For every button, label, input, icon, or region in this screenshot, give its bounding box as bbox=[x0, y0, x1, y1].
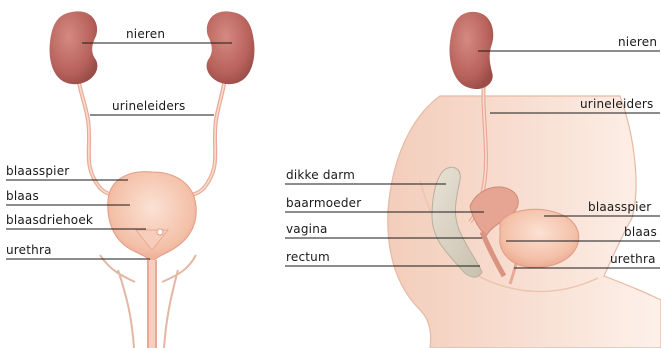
label-front-bladder-muscle: blaasspier bbox=[6, 164, 69, 178]
label-side-uterus: baarmoeder bbox=[286, 196, 361, 210]
side-view bbox=[388, 12, 661, 348]
label-front-kidneys: nieren bbox=[126, 27, 165, 41]
label-front-ureters: urineleiders bbox=[112, 99, 186, 113]
label-side-ureter: urineleiders bbox=[580, 97, 654, 111]
side-kidney bbox=[450, 12, 494, 89]
label-side-vagina: vagina bbox=[286, 222, 328, 236]
label-side-urethra: urethra bbox=[610, 252, 656, 266]
label-front-bladder: blaas bbox=[6, 189, 39, 203]
label-front-urethra: urethra bbox=[6, 243, 52, 257]
label-side-kidney: nieren bbox=[618, 35, 657, 49]
label-side-bladder-muscle: blaasspier bbox=[588, 200, 651, 214]
front-kidney-left bbox=[50, 11, 98, 84]
label-front-trigone: blaasdriehoek bbox=[6, 213, 93, 227]
front-kidney-right bbox=[207, 11, 255, 84]
label-side-bladder: blaas bbox=[624, 225, 657, 239]
label-side-colon: dikke darm bbox=[286, 168, 355, 182]
side-bladder bbox=[500, 209, 579, 267]
label-side-rectum: rectum bbox=[286, 250, 330, 264]
